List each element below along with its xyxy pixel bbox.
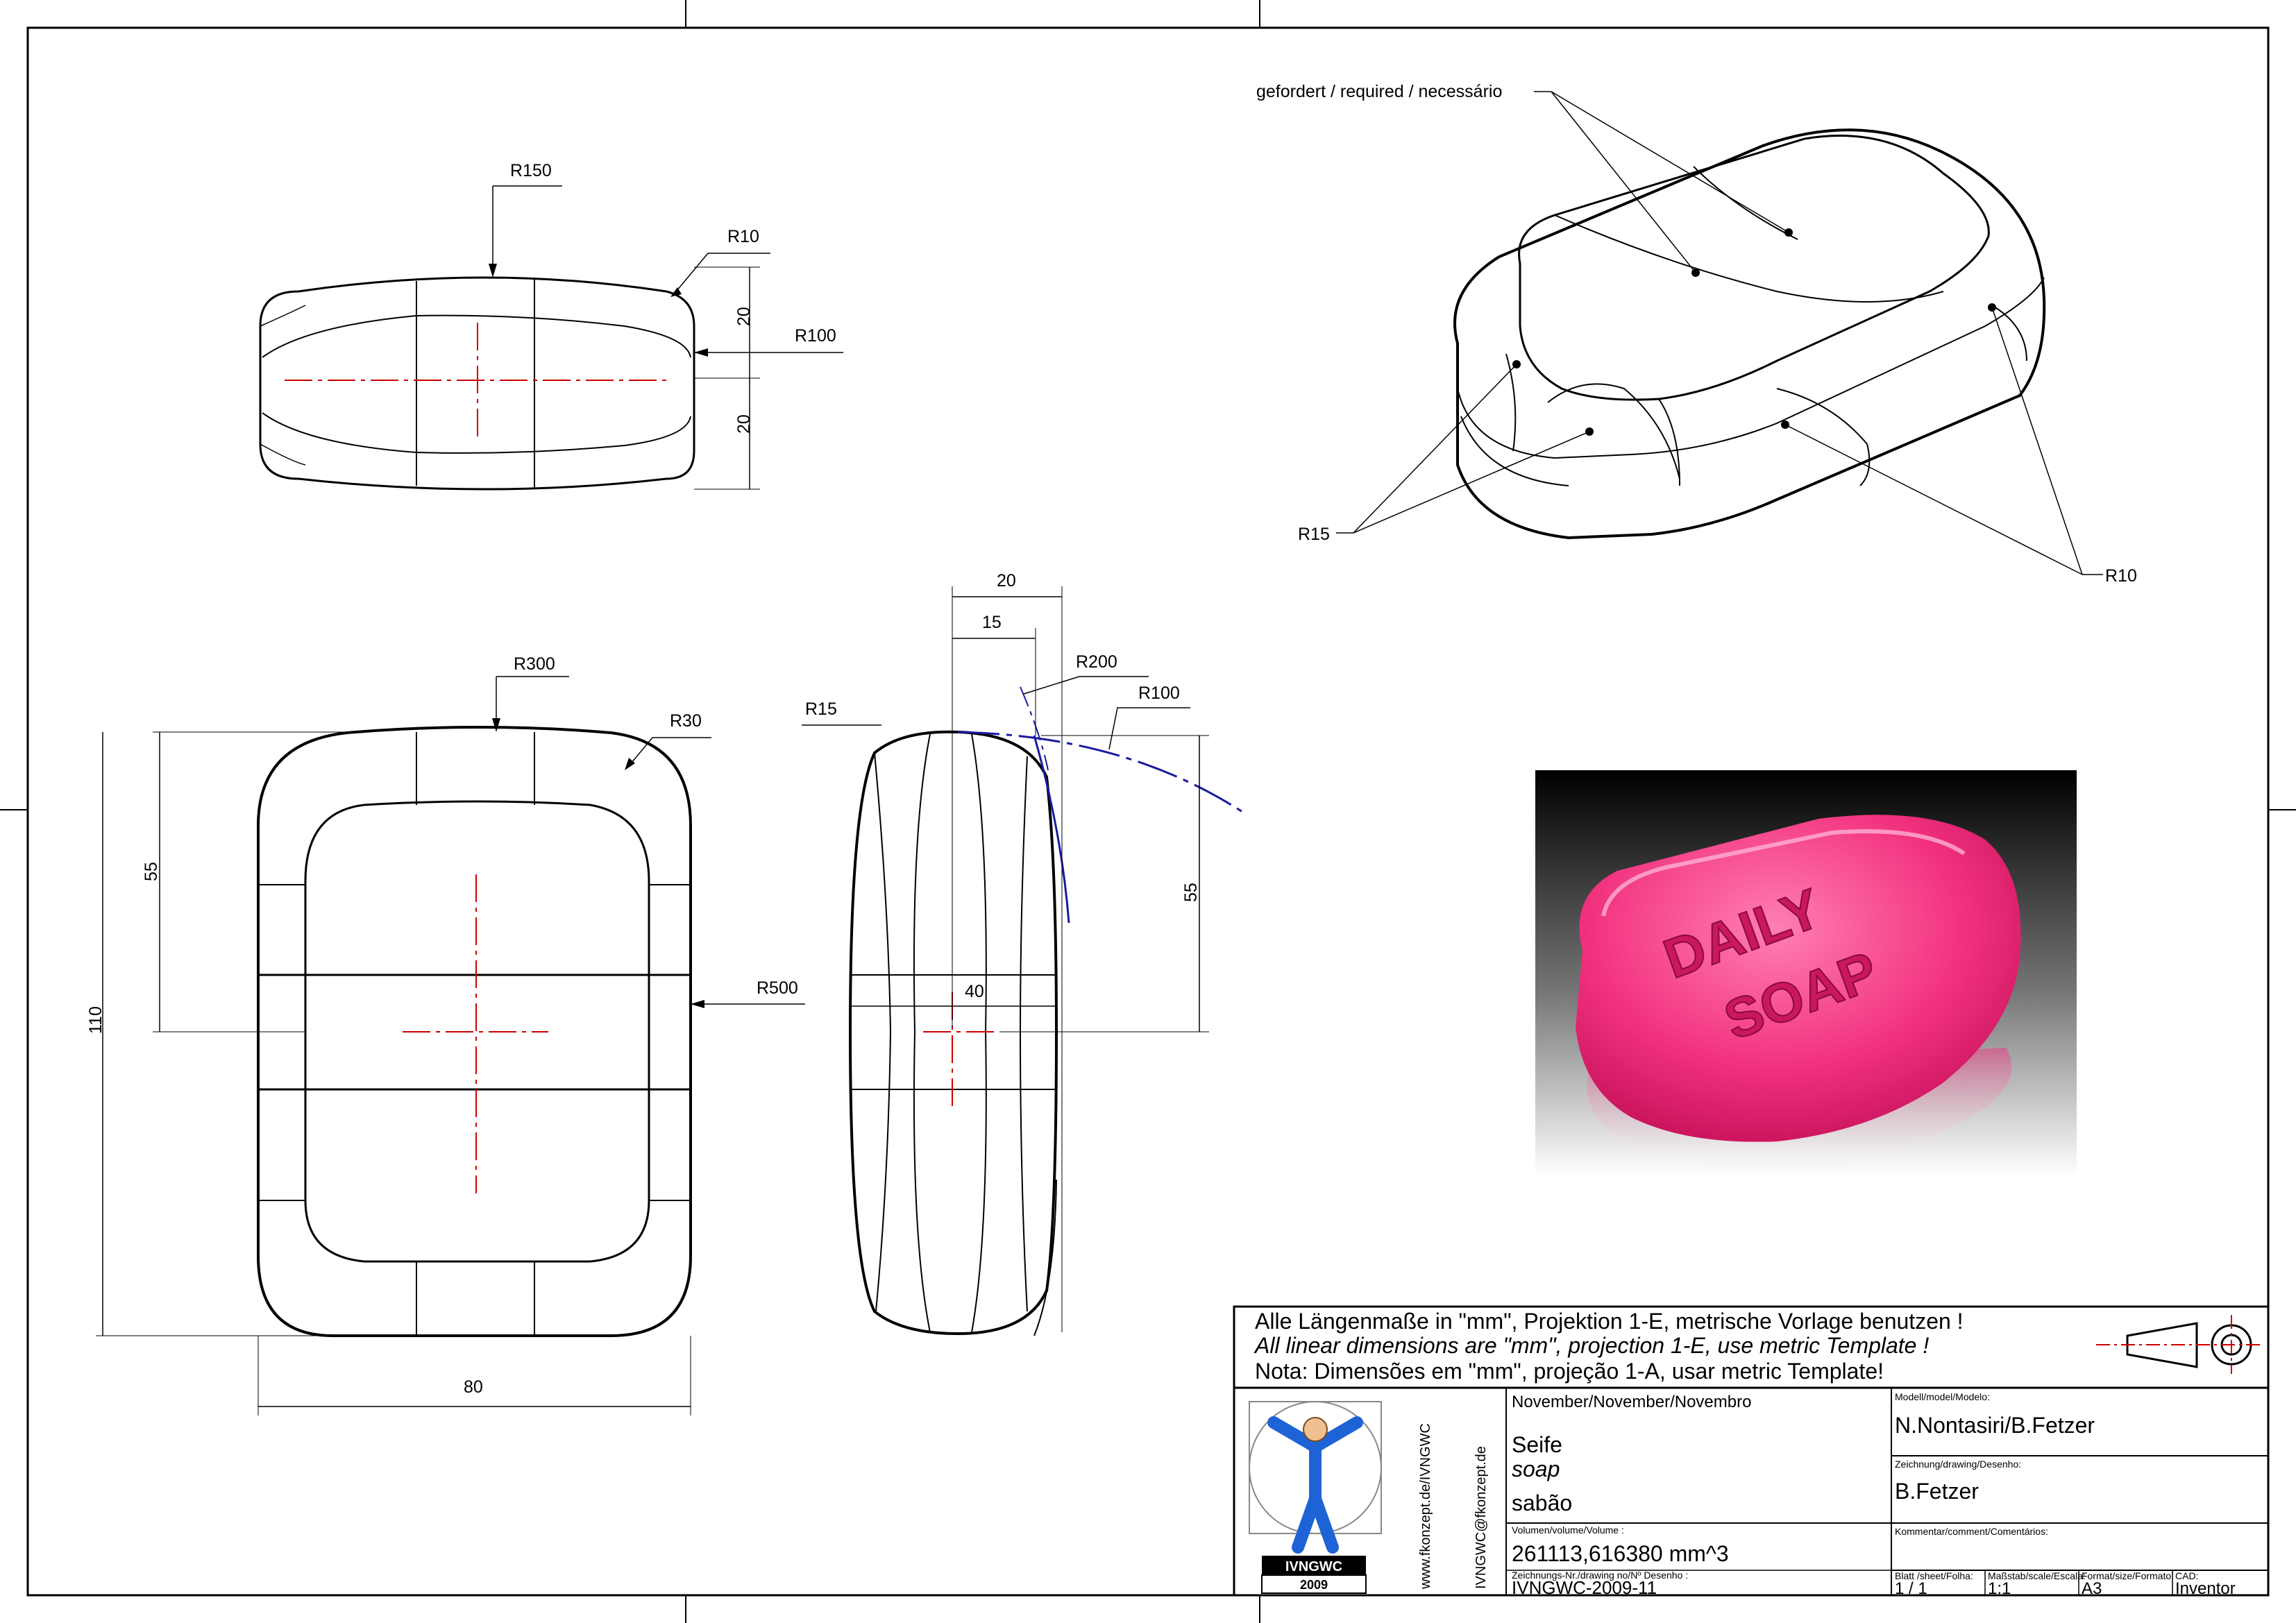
front-dim-55: 55 xyxy=(142,862,161,881)
title-german: Seife xyxy=(1512,1432,1562,1457)
front-dim-110: 110 xyxy=(86,1006,105,1034)
sheet-label: Blatt /sheet/Folha: xyxy=(1895,1570,1973,1581)
note-english: All linear dimensions are "mm", projecti… xyxy=(1253,1333,1929,1358)
logo-year: 2009 xyxy=(1300,1578,1328,1592)
side-dim-15: 15 xyxy=(982,613,1002,632)
title-block: Alle Längenmaße in "mm", Projektion 1-E,… xyxy=(1233,1305,2270,1598)
top-r150-label: R150 xyxy=(510,161,552,180)
drawing-no-label: Zeichnungs-Nr./drawing no/Nº Desenho : xyxy=(1512,1570,1688,1581)
drawing-label: Zeichnung/drawing/Desenho: xyxy=(1895,1459,2021,1470)
side-dim-55: 55 xyxy=(1181,883,1201,902)
volume-value: 261113,616380 mm^3 xyxy=(1512,1541,1729,1566)
title-portuguese: sabão xyxy=(1512,1490,1572,1515)
scale-value: 1:1 xyxy=(1988,1579,2011,1598)
model-value: N.Nontasiri/B.Fetzer xyxy=(1895,1413,2095,1438)
note-portuguese: Nota: Dimensões em "mm", projeção 1-A, u… xyxy=(1255,1359,1884,1384)
format-label: Format/size/Formato: xyxy=(2082,1570,2174,1581)
drawing-no-value: IVNGWC-2009-11 xyxy=(1512,1577,1657,1598)
side-dim-40: 40 xyxy=(965,982,984,1001)
model-label: Modell/model/Modelo: xyxy=(1895,1391,1990,1402)
note-german: Alle Längenmaße in "mm", Projektion 1-E,… xyxy=(1255,1309,1964,1334)
web-url: www.fkonzept.de/IVNGWC xyxy=(1418,1423,1433,1590)
front-r300-label: R300 xyxy=(514,654,555,674)
iso-r15-label: R15 xyxy=(1298,525,1330,544)
scale-label: Maßstab/scale/Escala: xyxy=(1988,1570,2086,1581)
volume-label: Volumen/volume/Volume : xyxy=(1512,1524,1624,1536)
top-r10-label: R10 xyxy=(727,227,759,246)
logo-name: IVNGWC xyxy=(1285,1559,1342,1574)
drawing-value: B.Fetzer xyxy=(1895,1479,1979,1504)
iso-required-label: gefordert / required / necessário xyxy=(1256,82,1502,101)
top-r100-label: R100 xyxy=(795,326,836,346)
email-address: IVNGWC@fkonzept.de xyxy=(1474,1446,1489,1589)
cad-value: Inventor xyxy=(2175,1579,2236,1598)
front-r500-label: R500 xyxy=(757,978,798,998)
top-dim-20-lower: 20 xyxy=(734,414,754,434)
side-r200-label: R200 xyxy=(1076,652,1117,672)
front-view: R300 R30 R500 55 110 80 xyxy=(86,654,805,1416)
side-r100-label: R100 xyxy=(1138,683,1180,703)
sheet-value: 1 / 1 xyxy=(1895,1579,1927,1598)
cad-label: CAD: xyxy=(2175,1570,2198,1581)
side-r15-label: R15 xyxy=(805,699,837,719)
soap-render: DAILY SOAP xyxy=(1535,770,2077,1176)
iso-r10-label: R10 xyxy=(2105,566,2137,586)
comment-label: Kommentar/comment/Comentários: xyxy=(1895,1526,2048,1537)
front-dim-80: 80 xyxy=(464,1377,483,1397)
front-r30-label: R30 xyxy=(670,711,702,731)
ivngwc-logo: IVNGWC 2009 xyxy=(1249,1401,1382,1594)
top-dim-20-upper: 20 xyxy=(734,307,754,326)
date-label: November/November/Novembro xyxy=(1512,1393,1751,1411)
side-dim-20: 20 xyxy=(997,571,1016,590)
title-english: soap xyxy=(1512,1456,1560,1481)
format-value: A3 xyxy=(2082,1579,2102,1598)
top-view: R150 R10 R100 20 20 xyxy=(259,161,843,491)
side-view: 20 15 R15 R200 R100 55 40 xyxy=(802,571,1243,1336)
projection-symbol-icon xyxy=(2096,1315,2263,1374)
isometric-view: gefordert / required / necessário R15 R1… xyxy=(1256,82,2137,586)
vitruvian-figure-icon xyxy=(1267,1416,1363,1554)
